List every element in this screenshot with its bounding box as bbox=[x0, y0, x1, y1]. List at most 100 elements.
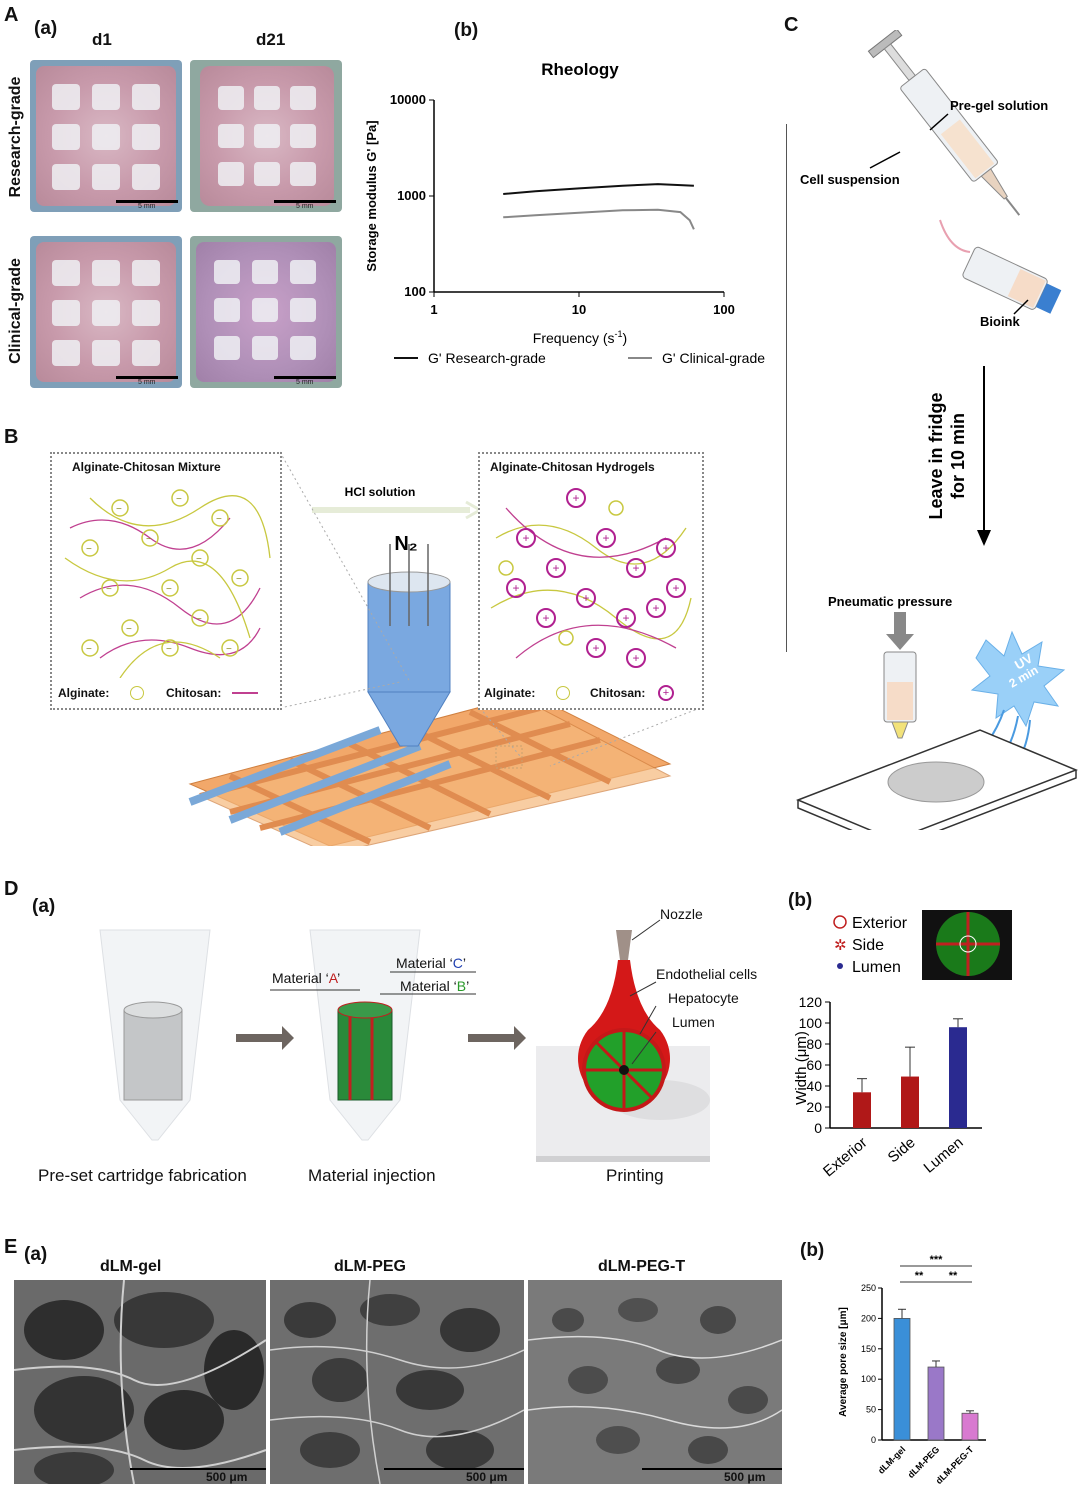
bioink-label: Bioink bbox=[980, 314, 1020, 329]
svg-text:−: − bbox=[86, 544, 92, 555]
x-tick-label: 10 bbox=[572, 302, 586, 317]
material-a-label: Material ‘A’ bbox=[272, 970, 341, 986]
series-line-0 bbox=[503, 183, 694, 195]
img3-title: dLM-PEG-T bbox=[598, 1258, 686, 1275]
material-b-label: Material ‘B’ bbox=[400, 978, 470, 994]
lumen-legend-icon bbox=[837, 963, 843, 969]
svg-text:−: − bbox=[166, 584, 172, 595]
d-y-tick-label: 80 bbox=[806, 1036, 822, 1052]
series-line-1 bbox=[503, 208, 695, 230]
step3-label: Printing bbox=[606, 1166, 664, 1185]
exterior-legend-icon bbox=[833, 915, 847, 929]
nozzle-icon bbox=[367, 544, 451, 747]
e-sig-label-0: ** bbox=[915, 1270, 924, 1282]
col-label-d21: d21 bbox=[256, 30, 286, 49]
svg-text:−: − bbox=[106, 584, 112, 595]
pregel-arrow-icon bbox=[929, 113, 949, 131]
sem-image-dlm-peg: 500 μm bbox=[270, 1280, 524, 1484]
fridge-line1: Leave in fridge bbox=[926, 392, 946, 519]
scale-label: 5 mm bbox=[138, 379, 156, 386]
legend-side: Side bbox=[852, 937, 884, 954]
sem-image-dlm-gel: 500 μm bbox=[14, 1280, 266, 1484]
mixture-title: Alginate-Chitosan Mixture bbox=[72, 460, 221, 474]
e-chart-ylabel: Average pore size [μm] bbox=[838, 1307, 849, 1417]
sem-image-dlm-peg-t: 500 μm bbox=[528, 1280, 782, 1484]
mixture-chitosan-legend: Chitosan: bbox=[166, 686, 222, 700]
e-category-label-1: dLM-PEG bbox=[906, 1444, 942, 1480]
x-tick-label: 1 bbox=[430, 302, 437, 317]
svg-text:+: + bbox=[652, 601, 659, 615]
svg-text:+: + bbox=[522, 531, 529, 545]
y-tick-label: 1000 bbox=[397, 188, 426, 203]
e-category-label-0: dLM-gel bbox=[876, 1444, 907, 1475]
syringe-icon bbox=[867, 30, 1021, 216]
hcl-label: HCl solution bbox=[345, 485, 416, 499]
legend-exterior: Exterior bbox=[852, 915, 908, 932]
svg-text:−: − bbox=[196, 614, 202, 625]
svg-text:+: + bbox=[632, 561, 639, 575]
svg-text:+: + bbox=[622, 611, 629, 625]
endothelial-label: Endothelial cells bbox=[656, 966, 758, 982]
panel-letter-d: D bbox=[4, 878, 19, 900]
e-y-tick-label: 50 bbox=[866, 1405, 876, 1415]
panel-d-sub-a: (a) bbox=[32, 896, 56, 917]
d-category-label-1: Side bbox=[885, 1134, 919, 1166]
svg-text:−: − bbox=[196, 554, 202, 565]
svg-text:+: + bbox=[672, 581, 679, 595]
connector-tube-icon bbox=[939, 219, 971, 253]
alginate-key-icon bbox=[556, 686, 570, 700]
scale-label: 5 mm bbox=[296, 379, 314, 386]
panel-letter-c: C bbox=[784, 14, 799, 36]
svg-text:−: − bbox=[226, 644, 232, 655]
hydrogel-alginate-legend: Alginate: bbox=[484, 686, 536, 700]
hepatocyte-label: Hepatocyte bbox=[668, 990, 739, 1006]
material-c-label: Material ‘C’ bbox=[396, 955, 467, 971]
rheology-xlabel: Frequency (s-1) bbox=[533, 329, 627, 346]
d-y-tick-label: 0 bbox=[814, 1120, 822, 1136]
cell-suspension-label: Cell suspension bbox=[800, 172, 900, 187]
scale-label-e1: 500 μm bbox=[206, 1470, 248, 1484]
svg-text:+: + bbox=[512, 581, 519, 595]
row-label-clinical: Clinical-grade bbox=[7, 258, 24, 364]
rheology-ylabel: Storage modulus G' [Pa] bbox=[364, 120, 379, 271]
svg-text:−: − bbox=[126, 624, 132, 635]
cartridge-icon bbox=[123, 1009, 183, 1101]
step2-label: Material injection bbox=[308, 1166, 436, 1185]
d-y-tick-label: 60 bbox=[806, 1057, 822, 1073]
panel-letter-b: B bbox=[4, 426, 19, 448]
e-y-tick-label: 200 bbox=[861, 1313, 876, 1323]
d-bar-2 bbox=[949, 1027, 967, 1128]
img2-title: dLM-PEG bbox=[334, 1258, 406, 1275]
panel-c-illustration: Pre-gel solution Cell suspension Bioink … bbox=[795, 30, 1079, 830]
photo-research-d21: 5 mm bbox=[190, 60, 342, 212]
nozzle-tip-icon bbox=[616, 930, 632, 960]
scale-label-e2: 500 μm bbox=[466, 1470, 508, 1484]
e-y-tick-label: 100 bbox=[861, 1374, 876, 1384]
d-chart-ylabel: Width (μm) bbox=[793, 1031, 810, 1105]
svg-text:+: + bbox=[552, 561, 559, 575]
scale-label-e3: 500 μm bbox=[724, 1470, 766, 1484]
legend-lumen: Lumen bbox=[852, 959, 901, 976]
photo-clinical-d21: 5 mm bbox=[190, 236, 342, 388]
d-y-tick-label: 20 bbox=[806, 1099, 822, 1115]
d-y-tick-label: 120 bbox=[799, 994, 823, 1010]
col-label-d1: d1 bbox=[92, 30, 112, 49]
panel-letter-e: E bbox=[4, 1236, 18, 1258]
n2-label: N₂ bbox=[394, 533, 417, 555]
svg-text:−: − bbox=[176, 494, 182, 505]
scaffold-grid-icon bbox=[188, 693, 672, 846]
panel-d-illustration bbox=[99, 919, 710, 1162]
d-category-label-0: Exterior bbox=[820, 1134, 871, 1180]
hydrogel-molecules-icon: +++ +++ +++ +++ ++ bbox=[490, 488, 692, 668]
svg-text:−: − bbox=[116, 504, 122, 515]
nozzle-label: Nozzle bbox=[660, 906, 703, 922]
e-y-tick-label: 150 bbox=[861, 1344, 876, 1354]
photo-research-d1: 5 mm bbox=[30, 60, 182, 212]
hex-scaffold-icon bbox=[887, 761, 985, 803]
legend-label-1: G' Clinical-grade bbox=[662, 350, 765, 366]
cell-arrow-icon bbox=[869, 151, 901, 169]
svg-text:−: − bbox=[236, 574, 242, 585]
hydrogel-chitosan-legend: Chitosan: bbox=[590, 686, 646, 700]
